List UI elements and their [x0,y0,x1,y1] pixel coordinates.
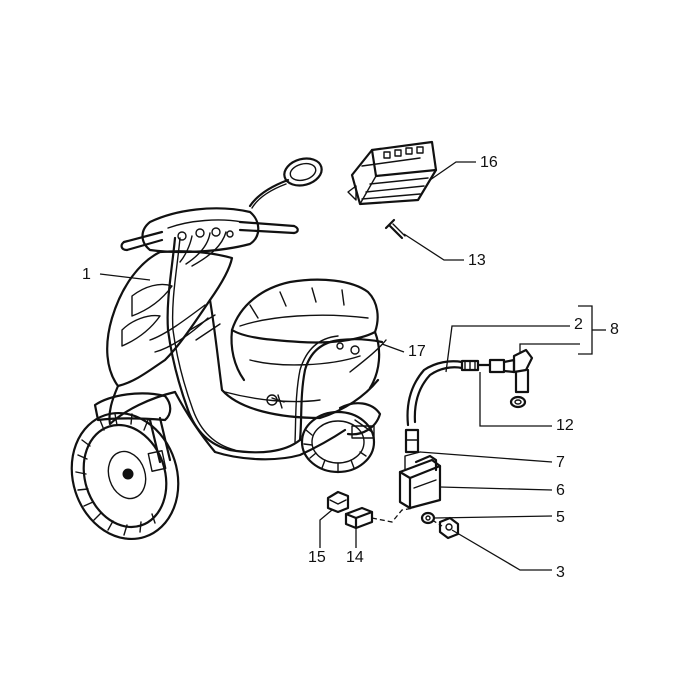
callout-5: 5 [556,509,565,526]
callout-13: 13 [468,252,486,269]
rear-wheel [300,402,382,474]
scooter-illustration [70,157,387,541]
connector [344,506,374,530]
assembly-line-nut [431,519,443,527]
callout-16: 16 [480,154,498,171]
callout-6: 6 [556,482,565,499]
ht-lead [406,348,534,427]
callout-1: 1 [82,266,91,283]
ignition-coil [398,428,442,510]
leader-lines [99,161,606,571]
wiring-harness [166,231,384,454]
callout-15: 15 [308,549,326,566]
callout-14: 14 [346,549,364,566]
regulator-unit [347,140,438,206]
washer [420,511,436,525]
front-wheel [70,411,180,541]
callout-3: 3 [556,564,565,581]
callout-8: 8 [610,321,619,338]
rubber-cap [326,490,350,514]
callout-7: 7 [556,454,565,471]
mirror [248,157,323,209]
callout-17: 17 [408,343,426,360]
handlebar [120,207,299,254]
assembly-line [371,507,415,523]
callout-12: 12 [556,417,574,434]
front-shield [106,250,234,426]
scooter-body [173,278,387,461]
screw [384,218,406,240]
callout-2: 2 [574,316,583,333]
nut [438,516,460,540]
